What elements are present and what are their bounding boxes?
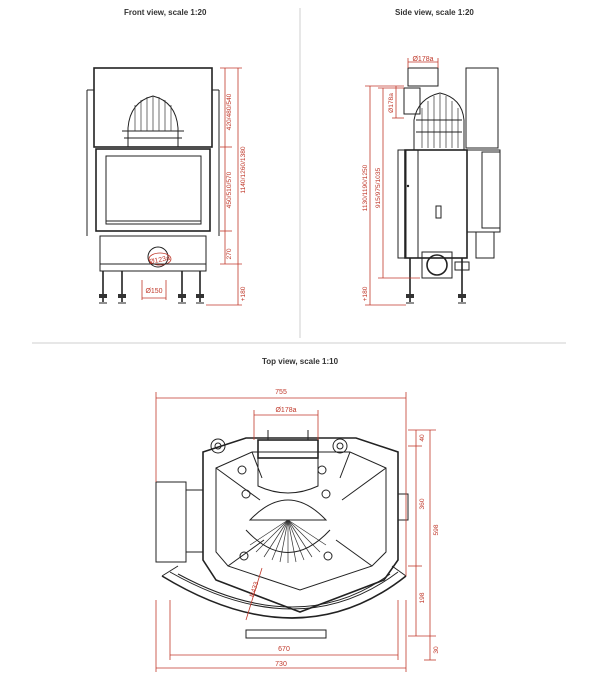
side-view-title: Side view, scale 1:20 — [395, 8, 474, 17]
front-view — [86, 67, 242, 306]
top-flue-collar — [257, 439, 319, 459]
side-rear-chimney — [465, 67, 499, 149]
front-air-diameter: Ø150 — [145, 288, 162, 295]
front-dim-feet: +180 — [240, 286, 247, 301]
front-dim-base: 270 — [226, 248, 233, 259]
top-inner-firebox — [215, 451, 387, 591]
front-view-title: Front view, scale 1:20 — [124, 8, 207, 17]
front-dim-middle: 450/510/570 — [226, 171, 233, 208]
top-dim-598: 598 — [433, 524, 440, 535]
side-main-body — [404, 149, 468, 259]
side-dim-inner: 915/975/1035 — [375, 168, 382, 209]
side-view — [365, 58, 501, 306]
top-radius-leader — [245, 567, 263, 621]
top-dim-730: 730 — [275, 661, 287, 668]
side-top-diameter: Ø178a — [412, 56, 433, 63]
side-flue-top — [407, 67, 439, 87]
front-dim-total: 1140/1260/1380 — [240, 146, 247, 194]
side-legs — [406, 258, 470, 304]
side-vertical-diameter: Ø178a — [388, 93, 395, 113]
top-view-title: Top view, scale 1:10 — [262, 357, 339, 366]
top-dim-670: 670 — [278, 646, 290, 653]
front-outlet-diameter: Ø123a — [149, 255, 171, 266]
side-air-inlet — [421, 251, 453, 279]
top-dim-360: 360 — [419, 498, 426, 509]
front-glass — [105, 155, 202, 225]
top-ribbed-fan — [248, 499, 328, 521]
top-dim-30: 30 — [433, 646, 440, 654]
top-dim-198: 198 — [419, 592, 426, 603]
side-dim-total: 1130/1190/1250 — [362, 164, 369, 211]
top-view — [155, 392, 436, 672]
side-flue-lateral — [403, 87, 421, 115]
top-glass-outer — [161, 575, 407, 619]
top-flue-diameter: Ø178a — [275, 407, 296, 414]
top-dim-755: 755 — [275, 389, 287, 396]
front-door-frame — [95, 148, 211, 232]
top-dim-40: 40 — [419, 434, 426, 442]
side-dim-feet: +180 — [362, 286, 369, 301]
front-dim-upper: 420/480/540 — [226, 93, 233, 130]
side-heat-dome — [413, 92, 465, 150]
front-legs — [99, 271, 204, 304]
top-outer-body — [202, 437, 399, 613]
top-left-panel — [155, 481, 187, 563]
side-door — [466, 149, 501, 233]
top-radius-label: R433 — [249, 581, 261, 598]
